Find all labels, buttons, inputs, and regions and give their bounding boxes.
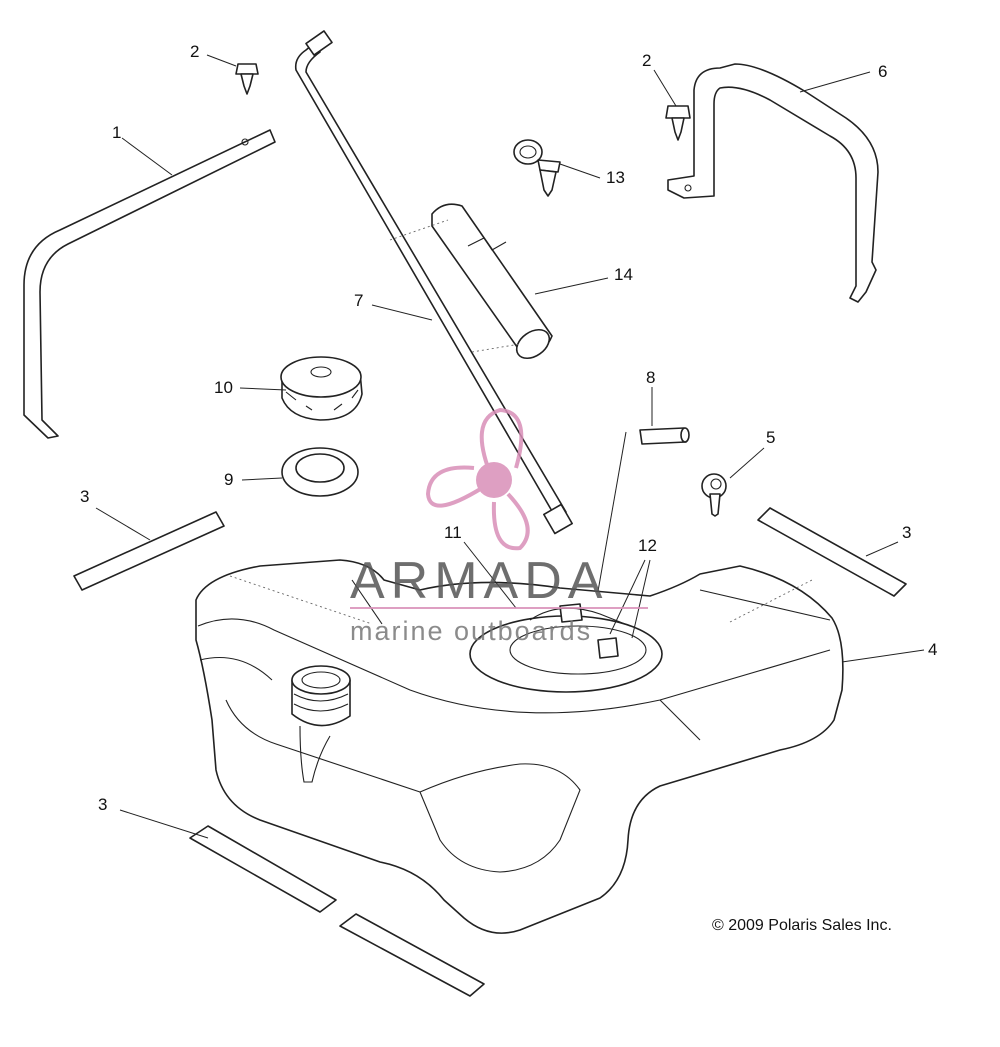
callout-3-top-left: 3 <box>80 487 89 506</box>
armada-watermark: ARMADA marine outboards <box>350 407 648 646</box>
callout-3-bottom: 3 <box>98 795 107 814</box>
bolt-right <box>665 105 691 141</box>
leader-3-top-left <box>95 507 151 541</box>
bolt-left <box>235 63 259 95</box>
callout-2-right: 2 <box>642 51 651 70</box>
leader-4 <box>841 649 925 663</box>
left-tank-strap <box>23 129 276 439</box>
copyright-notice: © 2009 Polaris Sales Inc. <box>712 917 892 934</box>
leader-1 <box>121 137 173 176</box>
fuel-tank <box>195 559 844 934</box>
leader-10 <box>239 387 287 391</box>
leader-6 <box>799 71 871 93</box>
callout-8: 8 <box>646 368 655 387</box>
callout-5: 5 <box>766 428 775 447</box>
callout-7: 7 <box>354 291 363 310</box>
hose-sleeve <box>389 203 553 360</box>
pin <box>639 427 690 445</box>
pad-top-right <box>757 507 907 597</box>
hose-clip <box>513 139 561 197</box>
callout-9: 9 <box>224 470 233 489</box>
propeller-logo <box>425 407 530 551</box>
leader-2-left <box>206 54 237 67</box>
pad-bottom-left <box>189 825 337 913</box>
leader-8-pump <box>593 431 627 615</box>
leader-14 <box>534 277 609 295</box>
leader-7 <box>371 304 433 321</box>
callout-12: 12 <box>638 536 657 555</box>
callout-11: 11 <box>444 523 462 542</box>
cap-gasket <box>281 447 359 497</box>
fuel-cap <box>280 356 363 421</box>
callout-14: 14 <box>614 265 633 284</box>
right-bracket-strap <box>667 63 879 303</box>
callout-1: 1 <box>112 123 121 142</box>
leader-13 <box>559 163 601 179</box>
callout-3-top-right: 3 <box>902 523 911 542</box>
watermark-subtitle: marine outboards <box>350 616 592 646</box>
leader-12b <box>631 559 651 639</box>
callout-10: 10 <box>214 378 233 397</box>
pad-top-left <box>73 511 225 591</box>
callout-13: 13 <box>606 168 625 187</box>
vent-fitting <box>701 473 727 517</box>
leader-12a <box>609 559 646 635</box>
vent-hose <box>294 30 573 535</box>
leader-3-top-right <box>865 541 899 557</box>
pad-bottom-right <box>339 913 485 997</box>
leader-2-right <box>653 69 677 107</box>
callout-2-left: 2 <box>190 42 199 61</box>
leader-11 <box>463 541 517 609</box>
watermark-title: ARMADA <box>350 552 608 610</box>
leader-3-bottom <box>119 809 209 839</box>
leader-9 <box>241 477 283 481</box>
leader-5 <box>729 447 765 479</box>
callout-6: 6 <box>878 62 887 81</box>
callout-4: 4 <box>928 640 937 659</box>
